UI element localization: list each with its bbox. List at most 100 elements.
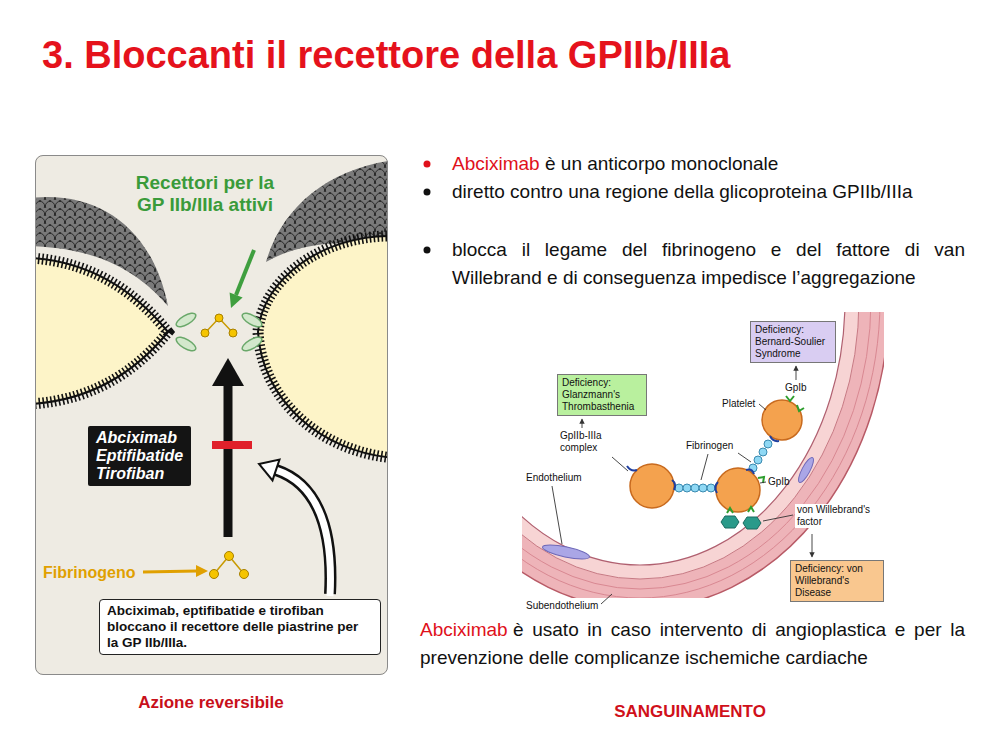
gpiib-iiia-receptor <box>627 436 779 493</box>
leader-line <box>796 366 797 380</box>
leader-line <box>612 457 628 471</box>
platelet-shape <box>258 236 388 458</box>
part-label: Subendothelium <box>526 600 598 612</box>
vessel-wall <box>522 312 884 598</box>
fibrinogen-chain <box>691 484 699 492</box>
fibrinogen-molecule <box>210 570 219 579</box>
block-arrow <box>212 358 252 537</box>
leader-line <box>738 453 751 462</box>
green-arrow <box>236 250 254 295</box>
receptor <box>174 335 198 354</box>
platelet <box>630 400 802 512</box>
fibrinogen-molecule <box>240 570 249 579</box>
fibrinogen-molecule <box>215 314 223 322</box>
node-text: Deficiency: Glanzmann's Thrombasthenia <box>562 377 642 413</box>
node-text: Deficiency: Bernard-Soulier Syndrome <box>755 324 831 360</box>
green-arrow <box>230 292 243 308</box>
node-text: Eptifibatide <box>96 447 183 465</box>
block-arrow <box>212 441 252 449</box>
note-paragraph: Abciximabè usato in caso intervento di a… <box>420 616 965 672</box>
fibrinogen-molecule <box>225 552 234 561</box>
vessel-wall <box>796 456 816 484</box>
slide-title: 3. Bloccanti il recettore della GPIIb/II… <box>42 34 730 77</box>
drug-name: Abciximab <box>420 619 508 640</box>
part-label: GpIb <box>785 382 807 394</box>
receptor <box>240 311 264 330</box>
bullet-text: è un anticorpo monoclonale <box>545 153 778 174</box>
bullet-item: blocca il legame del fibrinogeno e del f… <box>452 236 965 292</box>
vwf-molecule <box>721 516 761 529</box>
leader-line <box>552 366 812 604</box>
vwf-molecule <box>721 516 739 528</box>
note-label: Azione reversibile <box>111 693 311 713</box>
node-text: Fibrinogeno <box>43 564 135 582</box>
yellow-arrow <box>143 565 208 577</box>
illustration-panel: Recettori per la GP IIb/IIIa attiviFibri… <box>35 155 388 675</box>
vwf-molecule <box>743 517 761 529</box>
bullet-dot <box>424 247 431 254</box>
leader-line <box>601 594 612 604</box>
part-label: Endothelium <box>526 472 582 484</box>
fibrinogen-chain <box>683 484 691 492</box>
deficiency-box: Deficiency: Glanzmann's Thrombasthenia <box>557 374 647 416</box>
gpiib-iiia-receptor <box>770 436 779 441</box>
deficiency-box: Deficiency: von Willebrand's Disease <box>790 560 884 602</box>
part-label: GpIb <box>768 476 790 488</box>
green-arrow <box>230 250 254 308</box>
node-text: Abciximab <box>96 429 183 447</box>
fibrinogen-chain <box>764 440 772 448</box>
leader-line <box>759 404 766 410</box>
vessel-wall <box>541 542 590 562</box>
platelet-shape <box>35 258 168 404</box>
fibrinogen-chain <box>675 484 683 492</box>
platelet-shape <box>258 236 388 458</box>
curved-arrow <box>259 460 330 596</box>
leader-line <box>763 515 793 521</box>
leader-line <box>552 486 562 544</box>
fibrinogen-chain <box>707 484 715 492</box>
leader-line <box>812 534 813 557</box>
drug-name: Abciximab <box>452 153 540 174</box>
bullet-item: Abciximabè un anticorpo monoclonale <box>452 150 965 178</box>
part-label: von Willebrand's factor <box>795 504 879 528</box>
bullet-dot <box>424 189 431 196</box>
gpib-receptor <box>727 508 733 513</box>
block-arrow <box>212 358 244 386</box>
vessel-wall <box>522 312 884 598</box>
platelet <box>716 468 760 512</box>
leader-line <box>701 454 708 480</box>
receptor <box>174 311 264 354</box>
bullet-item: diretto contro una regione della glicopr… <box>452 178 965 206</box>
platelet <box>762 400 802 440</box>
block-arrow <box>224 382 233 537</box>
bullet-text: blocca il legame del fibrinogeno e del f… <box>452 239 965 288</box>
yellow-arrow <box>196 565 208 577</box>
gpib-receptor <box>727 396 804 513</box>
node-text: Tirofiban <box>96 465 183 483</box>
warning-label: SANGUINAMENTO <box>560 702 820 722</box>
deficiency-box: Deficiency: Bernard-Soulier Syndrome <box>750 321 836 363</box>
gpiib-iiia-receptor <box>746 470 754 475</box>
platelet-shape <box>35 160 388 458</box>
leader-line <box>582 419 583 428</box>
gpib-receptor <box>797 405 804 411</box>
vessel-wall <box>522 312 871 589</box>
bullet-dot <box>424 161 431 168</box>
part-label: GpIIb-IIIa complex <box>560 430 618 454</box>
callout-box: Abciximab, eptifibatide e tirofiban bloc… <box>99 599 381 655</box>
fibrinogen-chain <box>754 456 762 464</box>
part-label: Fibrinogen <box>686 440 733 452</box>
bullet-text: diretto contro una regione della glicopr… <box>452 181 913 202</box>
node-text: Abciximab, eptifibatide e tirofiban bloc… <box>107 603 373 651</box>
fibrinogen-molecule <box>229 329 237 337</box>
fibrinogen-chain <box>759 448 767 456</box>
gpiib-iiia-receptor <box>627 466 637 471</box>
vessel-wall <box>522 312 880 598</box>
receptor <box>174 311 198 330</box>
part-label: Platelet <box>722 398 755 410</box>
leader-line <box>760 482 766 483</box>
node-text: Deficiency: von Willebrand's Disease <box>795 563 879 599</box>
vessel-wall <box>522 312 859 579</box>
gpib-receptor <box>786 396 794 401</box>
